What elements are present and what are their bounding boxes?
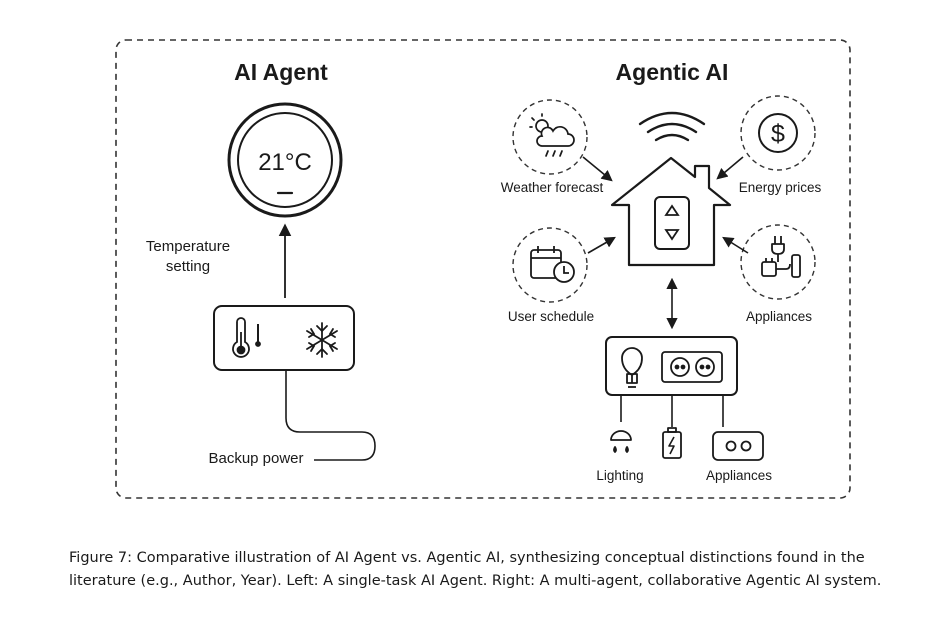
figure-caption: Figure 7: Comparative illustration of AI…: [69, 550, 882, 589]
battery-icon: [662, 427, 682, 459]
lightbulb-icon: [621, 347, 643, 388]
left-title: AI Agent: [234, 59, 328, 85]
appliances-circle: [740, 224, 816, 300]
control-unit: [213, 305, 355, 371]
thermometer-icon: [232, 317, 261, 358]
appliances-bottom-label: Appliances: [706, 468, 772, 483]
house-icon: [610, 156, 732, 267]
figure-diagram: AI Agent 21°C Temperature setting Backup…: [115, 39, 851, 499]
weather-circle: [512, 99, 588, 175]
energy-prices-label: Energy prices: [739, 180, 822, 195]
temperature-setting-label-2: setting: [166, 258, 210, 275]
temperature-setting-label-1: Temperature: [146, 238, 230, 255]
energy-circle: [740, 95, 816, 171]
appliances-top-label: Appliances: [746, 309, 812, 324]
weather-arrow: [582, 156, 613, 182]
weather-cloud-icon: [529, 113, 575, 157]
plug-icon: [761, 236, 801, 278]
backup-power-label: Backup power: [208, 450, 303, 467]
calendar-clock-icon: [530, 246, 575, 283]
appliances-arrow: [722, 236, 749, 254]
lighting-label: Lighting: [596, 468, 643, 483]
hub-branches: [620, 395, 724, 427]
right-title: Agentic AI: [616, 59, 729, 85]
dashed-frame: [115, 39, 851, 499]
lamp-icon: [610, 430, 632, 453]
schedule-circle: [512, 227, 588, 303]
dollar-icon: $: [758, 113, 798, 153]
wifi-icon: [638, 111, 706, 142]
backup-power-cable: [285, 370, 376, 461]
schedule-arrow: [587, 236, 616, 254]
energy-arrow: [716, 156, 744, 180]
house-control-panel: [654, 196, 690, 250]
appliance-unit-icon: [712, 431, 764, 461]
user-schedule-label: User schedule: [508, 309, 594, 324]
snowflake-icon: [306, 322, 338, 358]
svg-text:$: $: [771, 120, 785, 148]
thermostat-reading: 21°C: [258, 149, 312, 176]
weather-forecast-label: Weather forecast: [501, 180, 604, 195]
outlet-icon: [661, 351, 723, 383]
thermostat-dial-icon: [227, 102, 343, 218]
